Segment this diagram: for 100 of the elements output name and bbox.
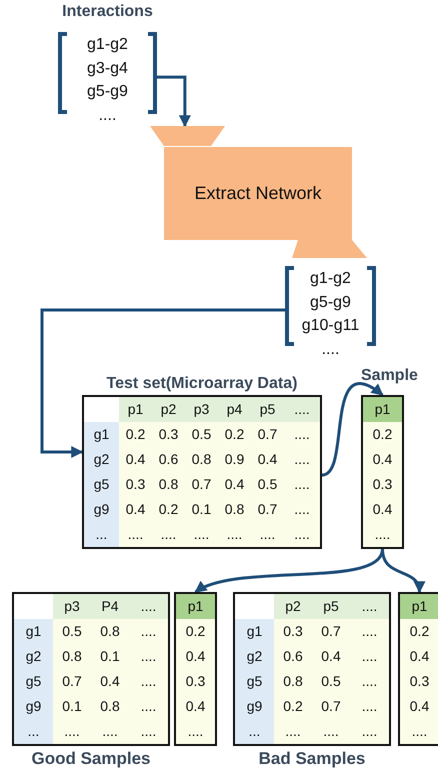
table-cell-text: .... [63, 722, 81, 741]
list-item: g1-g2 [310, 269, 351, 289]
list-item: g5-g9 [310, 292, 351, 312]
table-cell-text: 0.2 [158, 500, 180, 519]
table-cell-text: .... [360, 622, 378, 641]
column-header: P4 [91, 594, 129, 619]
column-header: p1 [176, 594, 215, 619]
table-cell-text: .... [258, 525, 276, 544]
table-cell-text: 0.4 [408, 647, 430, 666]
table-title: Bad Samples [258, 749, 366, 769]
column-header: p1 [119, 397, 152, 422]
arrow [381, 548, 424, 594]
arrow [157, 76, 191, 128]
column-header: p3 [53, 594, 91, 619]
table-cell-text: .... [192, 525, 210, 544]
table-cell-text: 0.4 [184, 697, 206, 716]
row-header: g9 [14, 694, 53, 719]
table-cell-text: 0.8 [282, 672, 304, 691]
column-header: .... [284, 397, 320, 422]
row-header: g2 [14, 644, 53, 669]
table-cell-text: 0.5 [320, 672, 342, 691]
table-cell-text: .... [360, 647, 378, 666]
table-cell-text: 0.4 [256, 450, 278, 469]
table-cell-text: 0.5 [190, 425, 212, 444]
column-header: .... [350, 594, 389, 619]
table-cell-text: 0.7 [320, 622, 342, 641]
row-header: g2 [235, 644, 274, 669]
table-cell-text: .... [284, 722, 302, 741]
table-cell-text: 0.2 [282, 697, 304, 716]
list-item: g3-g4 [87, 58, 128, 78]
row-header: g2 [84, 447, 119, 472]
row-header: g1 [14, 619, 53, 644]
arrow [321, 382, 384, 476]
table-cell-text: 0.3 [124, 475, 146, 494]
table-cell-text: 0.7 [320, 697, 342, 716]
table-cell-text: .... [101, 722, 119, 741]
column-header: p2 [152, 397, 185, 422]
row-header: g9 [235, 694, 274, 719]
table-cell-text: 0.6 [158, 450, 180, 469]
column-header: .... [129, 594, 168, 619]
table-cell-text: 0.8 [190, 450, 212, 469]
table-title: Test set(Microarray Data) [106, 375, 298, 393]
table-cell-text: .... [293, 525, 311, 544]
list-item: g1-g2 [87, 35, 128, 55]
table-cell-text: 0.3 [184, 672, 206, 691]
table-cell-text: 0.8 [224, 500, 246, 519]
row-header: ... [14, 719, 53, 744]
table-cell-text: .... [360, 697, 378, 716]
table-cell-text: 0.4 [224, 475, 246, 494]
list-item: g5-g9 [87, 82, 128, 102]
table-cell-text: .... [140, 722, 158, 741]
table-cell-text: .... [140, 622, 158, 641]
table-cell-text: 0.8 [99, 697, 121, 716]
column-header: p3 [185, 397, 218, 422]
table-cell-text: 0.4 [124, 450, 146, 469]
table-cell-text: 0.4 [372, 450, 394, 469]
table-cell-text: 0.1 [190, 500, 212, 519]
table-cell-text: 0.3 [408, 672, 430, 691]
row-header: g9 [84, 497, 119, 522]
arrow [40, 308, 285, 458]
table-cell-text: .... [140, 647, 158, 666]
table-cell-text: 0.7 [190, 475, 212, 494]
table-title: Sample [361, 367, 418, 385]
table-cell-text: 0.8 [158, 475, 180, 494]
table-cell-text: 0.8 [61, 647, 83, 666]
row-header: ... [84, 522, 119, 547]
column-header: p2 [274, 594, 312, 619]
row-header: ... [235, 719, 274, 744]
table-cell-text: 0.2 [224, 425, 246, 444]
table-cell-text: 0.5 [61, 622, 83, 641]
table-cell-text: .... [360, 722, 378, 741]
table-cell-text: 0.3 [158, 425, 180, 444]
table-cell-text: .... [126, 525, 144, 544]
table-cell-text: .... [410, 722, 428, 741]
row-header: g5 [14, 669, 53, 694]
table-cell-text: 0.4 [320, 647, 342, 666]
list-item: .... [322, 340, 340, 360]
table-cell-text: .... [374, 525, 392, 544]
table-cell-text: 0.1 [99, 647, 121, 666]
table-cell-text: 0.4 [99, 672, 121, 691]
table-cell-text: 0.4 [408, 697, 430, 716]
table-cell-text: 0.6 [282, 647, 304, 666]
arrow [194, 548, 384, 594]
row-header: g1 [84, 422, 119, 447]
table-cell-text: .... [293, 500, 311, 519]
table-cell-text: 0.2 [372, 425, 394, 444]
table-cell-text: 0.3 [372, 475, 394, 494]
table-cell-text: 0.8 [99, 622, 121, 641]
table-cell-text: .... [360, 672, 378, 691]
row-header: g1 [235, 619, 274, 644]
table-cell-text: .... [293, 425, 311, 444]
table-cell-text: .... [160, 525, 178, 544]
list-item: .... [98, 106, 116, 126]
table-cell-text: .... [293, 475, 311, 494]
table-cell-text: 0.2 [124, 425, 146, 444]
table-cell-text: 0.7 [61, 672, 83, 691]
table-cell-text: 0.4 [184, 647, 206, 666]
table-cell-text: 0.4 [372, 500, 394, 519]
table-cell-text: .... [140, 672, 158, 691]
table-cell-text: 0.2 [184, 622, 206, 641]
